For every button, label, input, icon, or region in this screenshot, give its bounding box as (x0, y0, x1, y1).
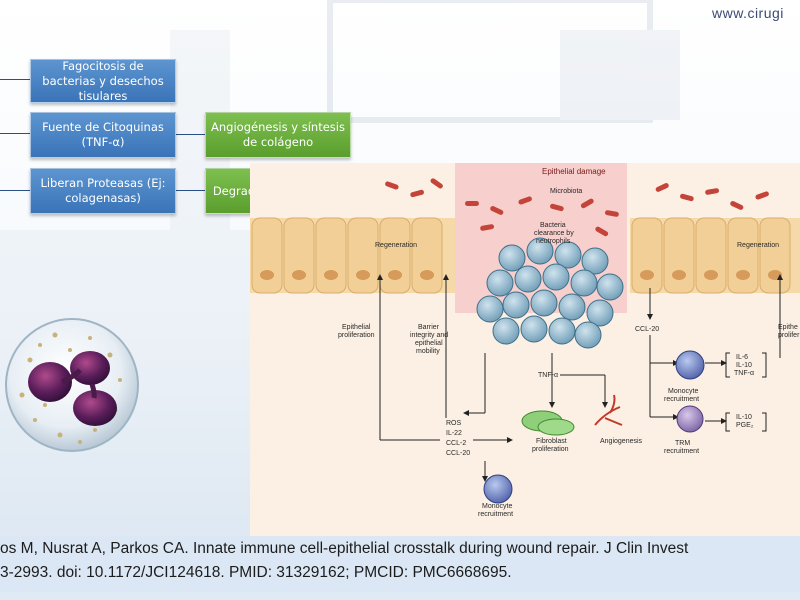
angiogenesis-vessel (594, 394, 623, 426)
label-angiogenesis: Angiogenesis (600, 438, 643, 445)
label-monocyte-bottom-1: Monocyte (482, 503, 512, 510)
neutrophil-cluster (476, 237, 624, 349)
label-regeneration-right: Regeneration (737, 242, 779, 249)
citation-bar: os M, Nusrat A, Parkos CA. Innate immune… (0, 536, 800, 592)
label-ccl20: CCL-20 (635, 326, 659, 333)
label-bacteria-clearance-2: clearance by (534, 230, 574, 237)
wound-repair-figure: Epithelial damage Microbiota Bacteria cl… (250, 163, 800, 540)
label-fibroblast-2: proliferation (532, 446, 569, 453)
website-url: www.cirugi (712, 5, 784, 21)
proteasas-box: Liberan Proteasas (Ej: colagenasas) (30, 168, 176, 214)
label-microbiota: Microbiota (550, 188, 582, 195)
label-barrier-3: epithelial (415, 340, 443, 347)
label-epithe-right-1: Epithe (778, 324, 798, 331)
label-cytokine-il10-b: IL-10 (736, 414, 752, 421)
fibroblasts (521, 410, 575, 436)
pathway-arrows (377, 274, 783, 482)
label-barrier-1: Barrier (418, 324, 440, 331)
trm-cell (676, 405, 704, 433)
label-cytokine-tnf: TNF-α (734, 370, 754, 377)
label-epithelial-damage: Epithelial damage (542, 167, 606, 176)
microbiota-bacteria (385, 178, 769, 237)
label-epithelial-proliferation-2: proliferation (338, 332, 375, 339)
label-bacteria-clearance-3: neutrophils (536, 238, 571, 245)
citation-line-1: os M, Nusrat A, Parkos CA. Innate immune… (0, 540, 689, 557)
label-mediator-ccl2: CCL-2 (446, 440, 466, 447)
label-mediator-ros: ROS (446, 420, 462, 427)
label-epithe-right-2: prolifer (778, 332, 800, 339)
label-monocyte-right-2: recruitment (664, 396, 699, 403)
label-regeneration-left: Regeneration (375, 242, 417, 249)
label-monocyte-bottom-2: recruitment (478, 511, 513, 518)
label-barrier-4: mobility (416, 348, 440, 355)
epithelium-right (630, 217, 800, 294)
connector-line (0, 190, 30, 191)
epithelium-left (250, 217, 455, 294)
label-fibroblast-1: Fibroblast (536, 438, 567, 445)
label-barrier-2: integrity and (410, 332, 448, 339)
monocyte-cell-bottom (483, 474, 513, 504)
label-bacteria-clearance-1: Bacteria (540, 222, 566, 229)
label-mediator-il22: IL-22 (446, 430, 462, 437)
connector-line (175, 134, 205, 135)
label-monocyte-right-1: Monocyte (668, 388, 698, 395)
label-cytokine-il6: IL-6 (736, 354, 748, 361)
label-mediator-ccl20: CCL-20 (446, 450, 470, 457)
label-epithelial-proliferation-1: Epithelial (342, 324, 371, 331)
label-cytokine-pge2: PGE₂ (736, 422, 754, 429)
monocyte-cell-right (675, 350, 705, 380)
connector-line (0, 133, 30, 134)
label-tnf: TNF-α (538, 372, 558, 379)
neutrophil-illustration (5, 318, 139, 452)
angiogenesis-box: Angiogénesis y síntesis de colágeno (205, 112, 351, 158)
connector-line (0, 79, 30, 80)
label-cytokine-il10: IL-10 (736, 362, 752, 369)
citation-line-2: 3-2993. doi: 10.1172/JCI124618. PMID: 31… (0, 564, 512, 581)
label-trm-2: recruitment (664, 448, 699, 455)
label-trm-1: TRM (675, 440, 690, 447)
citoquinas-box: Fuente de Citoquinas (TNF-α) (30, 112, 176, 158)
connector-line (175, 190, 205, 191)
fagocitosis-box: Fagocitosis de bacterias y desechos tisu… (30, 59, 176, 103)
wound-repair-diagram: Epithelial damage Microbiota Bacteria cl… (250, 163, 800, 518)
